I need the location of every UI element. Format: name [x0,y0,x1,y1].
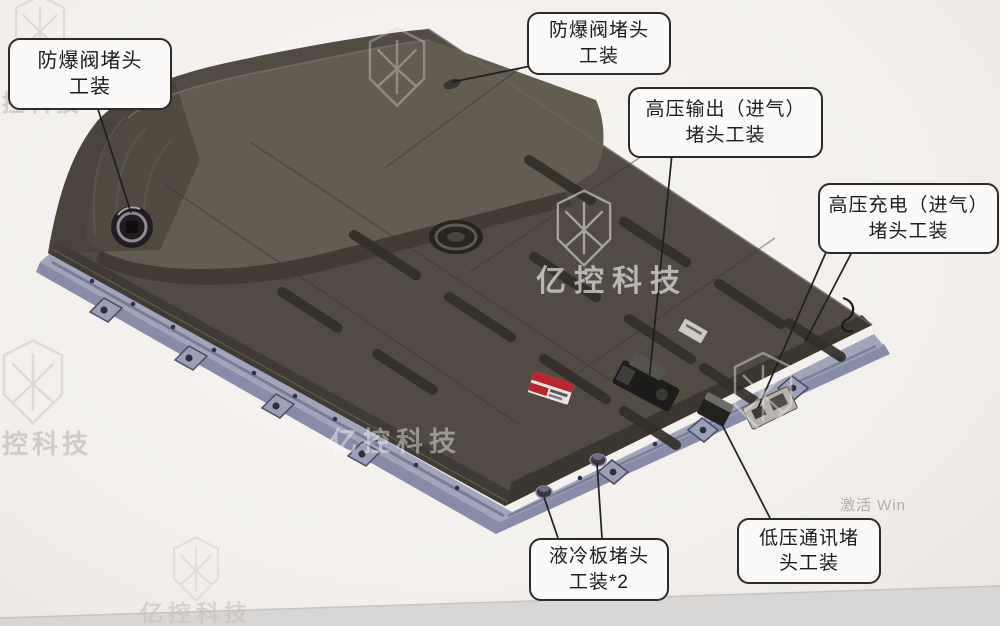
flange-bolts [89,278,843,498]
leader-explosion-valve-top [451,65,532,83]
callout-line: 低压通讯堵 [758,527,859,549]
liquid-cooling-fitting-2 [589,453,607,467]
callout-line: 堵头工装 [685,124,766,146]
leader-liquid-cooling-2 [596,462,603,539]
leader-hv-charging-1 [757,249,828,409]
lv-comm-connector [697,392,734,427]
callout-line: 堵头工装 [868,220,949,242]
leader-explosion-valve-left [96,105,132,214]
callout-line: 工装 [69,76,111,98]
callout-line: 液冷板堵头 [548,546,649,568]
callout-line: 防爆阀堵头 [548,20,649,42]
callout-hv-charging-plug: 高压充电（进气） 堵头工装 [818,183,999,254]
callout-explosion-valve-plug-top: 防爆阀堵头 工装 [527,12,671,75]
callout-line: 防爆阀堵头 [37,49,143,72]
cover-hump [86,40,604,270]
liquid-cooling-fitting-1 [535,485,553,499]
leader-lines [96,65,854,539]
callout-line: 工装 [578,45,619,67]
leader-lv-comm [715,412,771,519]
lug-holes [100,306,797,476]
warning-sticker [528,371,575,405]
breather-cable [841,296,855,333]
leader-liquid-cooling-1 [543,496,559,539]
callout-line: 高压输出（进气） [645,99,806,121]
callout-line: 工装*2 [569,571,629,593]
leader-hv-charging-2 [804,249,854,343]
callout-hv-output-plug: 高压输出（进气） 堵头工装 [628,87,823,158]
connectors [535,296,855,499]
hv-output-connector [612,352,680,412]
hv-charging-inlet-bracket [742,386,798,430]
screen-bottom-edge [0,585,1000,626]
cover-ribs [277,154,846,450]
callout-explosion-valve-plug-left: 防爆阀堵头 工装 [8,38,172,110]
panel-seams [164,67,776,426]
callout-line: 高压充电（进气） [828,195,989,217]
callout-liquid-cooling-plug: 液冷板堵头 工装*2 [529,538,669,601]
battery-tray-flange [36,252,890,534]
callout-lv-comm-plug: 低压通讯堵 头工装 [737,518,881,584]
callout-line: 头工装 [778,553,839,574]
explosion-valve-center [429,220,483,254]
id-sticker [678,318,708,344]
leader-hv-output [648,153,673,382]
explosion-valve-left [111,206,153,248]
